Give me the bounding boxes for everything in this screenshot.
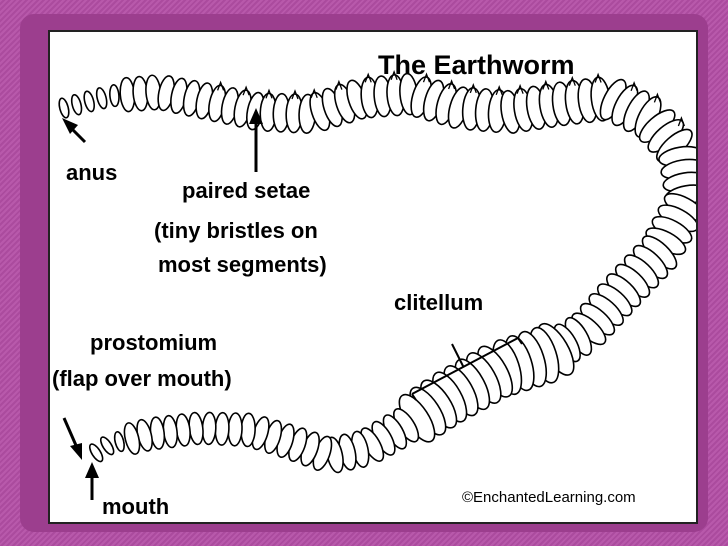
- earthworm-diagram: The Earthworm anus paired setae (tiny br…: [52, 50, 696, 519]
- seta-mark: [495, 84, 503, 96]
- seta-mark: [516, 83, 524, 94]
- worm-segment: [123, 422, 141, 455]
- seta-mark: [390, 69, 398, 81]
- label-prostomium-line1: prostomium: [90, 330, 217, 355]
- seta-mark: [335, 79, 343, 90]
- label-setae-line3: most segments): [158, 252, 327, 277]
- label-mouth: mouth: [102, 494, 169, 519]
- label-prostomium-line2: (flap over mouth): [52, 366, 232, 391]
- seta-mark: [653, 92, 662, 103]
- seta-mark: [291, 89, 299, 100]
- seta-mark: [568, 75, 576, 86]
- seta-mark: [422, 72, 431, 83]
- seta-mark: [542, 79, 550, 90]
- worm-segment: [95, 87, 108, 110]
- seta-mark: [364, 72, 372, 83]
- prostomium-arrow: [62, 417, 82, 460]
- worm-segment: [201, 411, 217, 446]
- setae-arrow: [249, 108, 263, 172]
- seta-mark: [265, 88, 273, 99]
- seta-mark: [469, 83, 477, 94]
- seta-mark: [310, 87, 318, 99]
- seta-mark: [447, 79, 456, 90]
- worm-segment: [227, 412, 243, 447]
- worm-segment: [99, 436, 115, 456]
- diagram-card: The Earthworm anus paired setae (tiny br…: [48, 30, 698, 524]
- worm-segment: [83, 90, 96, 113]
- seta-mark: [594, 72, 602, 83]
- clitellum-bracket: [411, 337, 523, 401]
- worm-segment: [109, 84, 120, 108]
- seta-mark: [242, 85, 250, 96]
- diagram-title: The Earthworm: [378, 50, 575, 80]
- worm-body: [58, 72, 696, 474]
- worm-segment: [58, 97, 70, 119]
- setae-marks: [216, 69, 686, 127]
- seta-mark: [216, 80, 225, 91]
- seta-mark: [677, 116, 686, 127]
- label-setae-line2: (tiny bristles on: [154, 218, 318, 243]
- worm-segment: [70, 93, 83, 116]
- copyright-text: ©EnchantedLearning.com: [462, 489, 636, 506]
- label-setae-line1: paired setae: [182, 178, 310, 203]
- worm-segment: [88, 443, 104, 463]
- label-anus: anus: [66, 160, 117, 185]
- mouth-arrow: [85, 462, 99, 500]
- seta-mark: [630, 80, 638, 92]
- label-clitellum: clitellum: [394, 290, 483, 315]
- worm-segment: [113, 431, 125, 453]
- worm-segment: [214, 411, 230, 446]
- anus-arrow: [62, 118, 87, 144]
